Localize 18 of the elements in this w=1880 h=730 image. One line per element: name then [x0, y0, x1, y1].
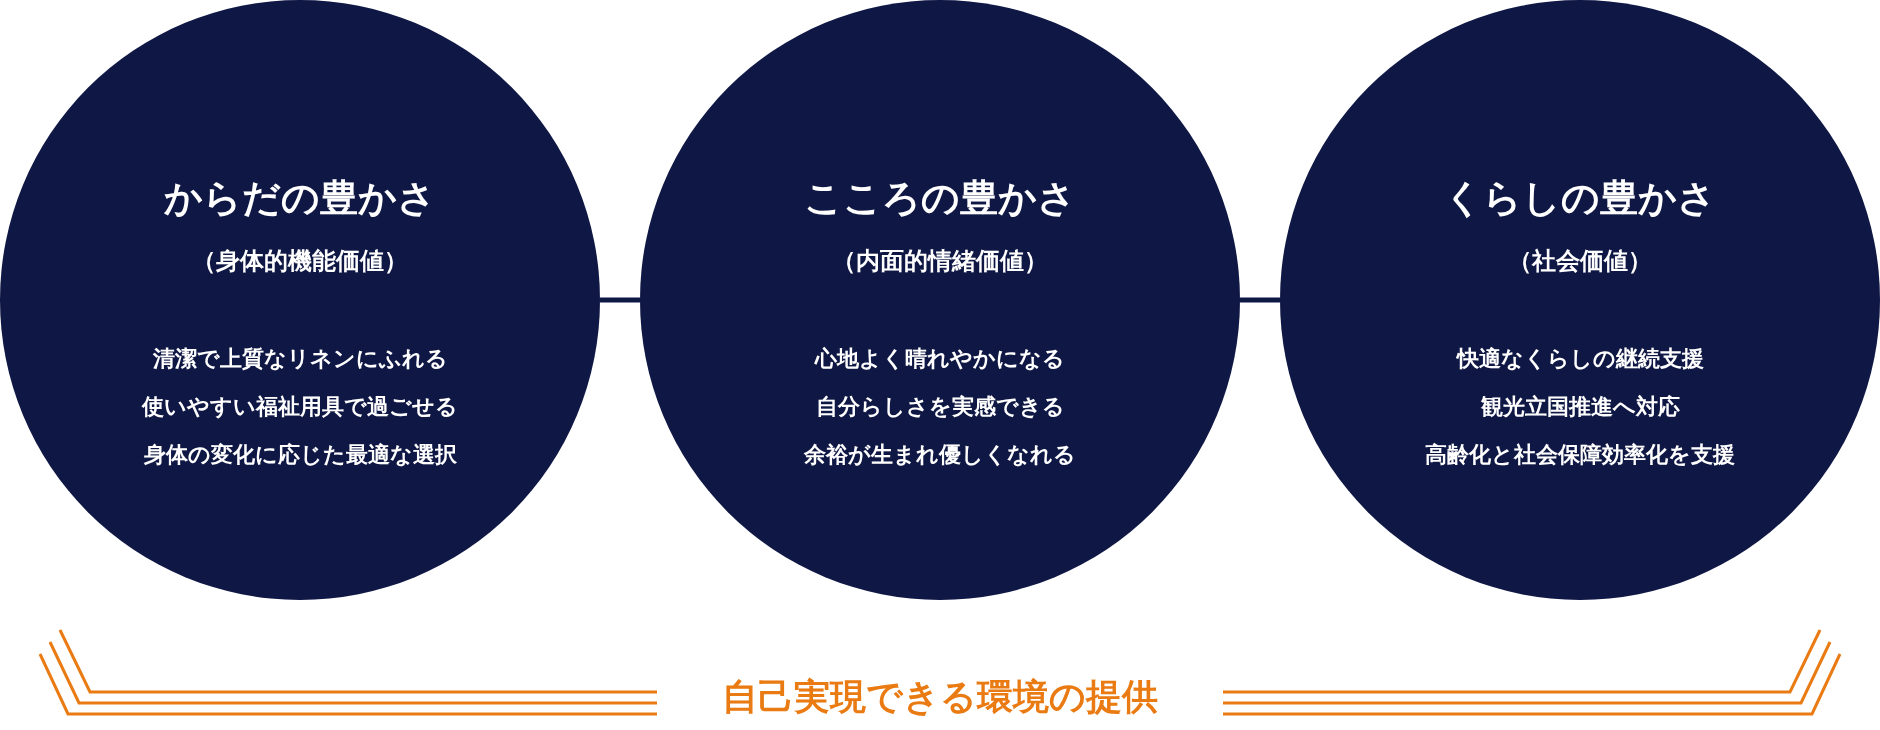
connector-line	[600, 297, 640, 303]
circle-item-text: 身体の変化に応じた最適な選択	[143, 441, 457, 469]
circle-item-text: 観光立国推進へ対応	[1480, 393, 1680, 421]
circle-item-text: 余裕が生まれ優しくなれる	[804, 441, 1076, 469]
circle-item-text: 自分らしさを実感できる	[815, 393, 1065, 421]
circle-title: こころの豊かさ	[804, 175, 1076, 222]
circle-item-text: 使いやすい福祉用具で過ごせる	[142, 393, 458, 421]
circle-title: からだの豊かさ	[164, 175, 436, 222]
circle-title: くらしの豊かさ	[1444, 175, 1716, 222]
circle-item-text: 快適なくらしの継続支援	[1456, 345, 1704, 373]
connector-line	[1240, 297, 1280, 303]
circle-item-text: 心地よく晴れやかになる	[815, 345, 1065, 373]
circle-subtitle: （内面的情緒価値）	[832, 246, 1048, 277]
circle-subtitle: （身体的機能価値）	[192, 246, 408, 277]
circle-subtitle: （社会価値）	[1508, 246, 1652, 277]
circle-item-text: 清潔で上質なリネンにふれる	[152, 345, 448, 373]
summary-label: 自己実現できる環境の提供	[721, 675, 1159, 719]
circle-item-text: 高齢化と社会保障効率化を支援	[1425, 441, 1735, 469]
